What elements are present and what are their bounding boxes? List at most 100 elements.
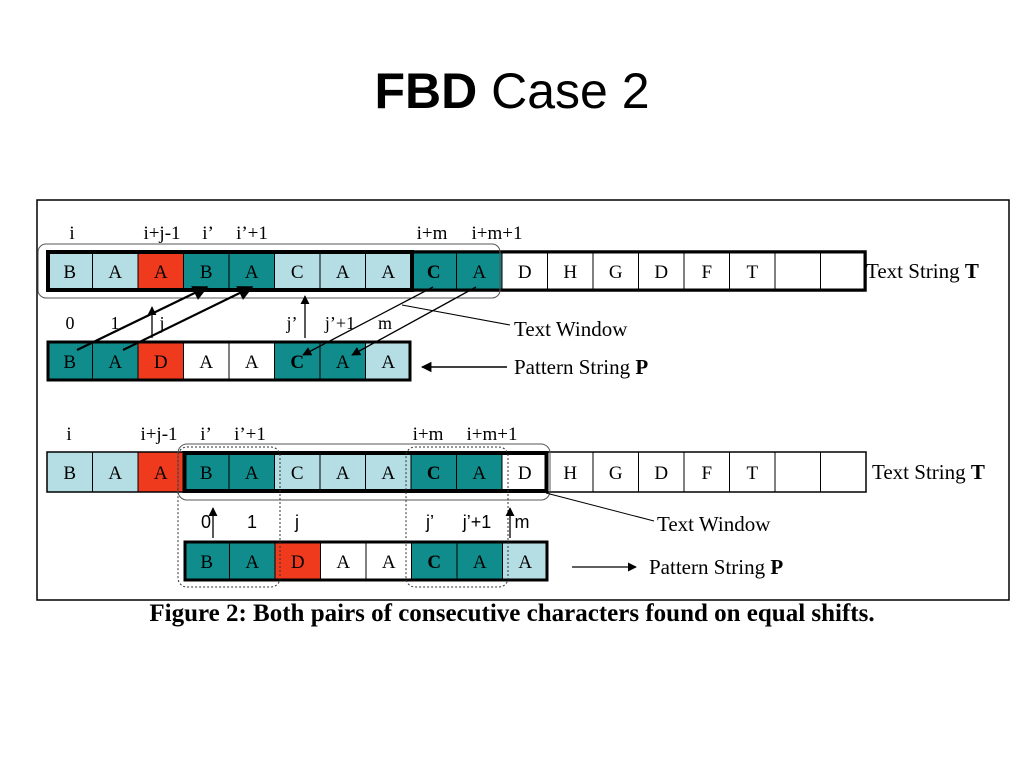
p2-top-index-label: i+m+1 <box>467 424 518 445</box>
p1-text-row-cell <box>774 250 821 292</box>
p2-text-row-char: T <box>746 463 758 484</box>
p2-text-row-char: C <box>291 463 304 484</box>
p1-top-index-label: i+m <box>417 223 448 244</box>
p2-text-row-char: D <box>518 463 532 484</box>
p2-pattern-row-cell <box>320 540 367 582</box>
p2-pattern-row-char: A <box>336 552 350 573</box>
p2-window-bold <box>182 451 549 493</box>
p1-text-row-cell <box>547 250 594 292</box>
p2-text-row-char: A <box>472 463 486 484</box>
p2-text-row-char: A <box>154 463 168 484</box>
p2-pattern-index-label: j’+1 <box>462 512 492 532</box>
p2-text-row-cell <box>501 451 548 493</box>
p2-text-row-cell <box>137 451 184 493</box>
p1-text-row-char: D <box>518 262 532 283</box>
p2-pattern-row-cell <box>456 540 503 582</box>
p2-text-row-char: A <box>381 463 395 484</box>
p1-pattern-index-label: 1 <box>111 313 120 333</box>
p2-text-window-label: Text Window <box>657 512 771 536</box>
p2-top-index-label: i’+1 <box>234 424 266 445</box>
p1-text-row-char: B <box>63 262 76 283</box>
p1-top-index-label: i+j-1 <box>143 223 180 244</box>
p1-pattern-outline <box>46 340 412 382</box>
p2-top-index-label: i+m <box>413 424 444 445</box>
p1-text-row-char: T <box>746 262 758 283</box>
p2-match-box-left <box>177 446 281 588</box>
p1-text-row-char: A <box>336 262 350 283</box>
p1-top-index-label: i’+1 <box>236 223 268 244</box>
p1-text-row-char: H <box>563 262 577 283</box>
p2-top-index-label: i+j-1 <box>140 424 177 445</box>
p2-pattern-index-label: m <box>515 512 530 532</box>
p2-pattern-row-char: A <box>518 552 532 573</box>
p1-pattern-row-char: A <box>199 352 213 373</box>
p1-text-row-char: F <box>701 262 712 283</box>
p1-text-bold <box>46 250 867 292</box>
p2-text-row-cell <box>820 451 867 493</box>
p1-pattern-row-char: A <box>108 352 122 373</box>
p2-pattern-index-label: j <box>294 512 299 532</box>
p1-pattern-index-label: j <box>158 313 164 333</box>
p2-text-row-char: G <box>609 463 623 484</box>
p1-text-row-char: G <box>609 262 623 283</box>
p1-text-row-char: D <box>654 262 668 283</box>
p2-pattern-string-label: Pattern String P <box>649 555 783 579</box>
p2-match-box-right <box>405 446 509 588</box>
p1-text-row-char: B <box>200 262 213 283</box>
p2-text-row-char: A <box>336 463 350 484</box>
slide-title-bold: FBD <box>374 63 478 119</box>
p2-pattern-row-char: B <box>200 552 213 573</box>
p1-text-row-char: A <box>108 262 122 283</box>
p2-text-row-char: D <box>654 463 668 484</box>
p2-pattern-index-label: j’ <box>425 512 434 532</box>
p2-text-row-cell <box>638 451 685 493</box>
p2-top-index-label: i <box>66 424 71 445</box>
p1-text-row-cell <box>592 250 639 292</box>
p1-text-row-char: C <box>427 262 441 283</box>
p1-pattern-index-label: m <box>378 313 392 333</box>
p2-text-window-pointer <box>545 492 655 522</box>
p1-pattern-row-char: B <box>63 352 76 373</box>
p2-text-row-cell <box>774 451 821 493</box>
p1-text-row-char: A <box>381 262 395 283</box>
p2-pattern-index-label: 1 <box>247 512 257 532</box>
p1-pattern-row-char: D <box>154 352 168 373</box>
p1-text-window-pointer <box>401 304 511 326</box>
p2-pattern-row-char: A <box>382 552 396 573</box>
p2-text-row-char: C <box>427 463 441 484</box>
p2-pattern-outline <box>183 540 549 582</box>
figure-caption: Figure 2: Both pairs of consecutive char… <box>149 600 875 627</box>
p1-top-index-label: i <box>69 223 74 244</box>
p1-arrow-a2 <box>351 286 477 356</box>
p1-text-row-cell <box>820 250 867 292</box>
p2-text-row-char: A <box>108 463 122 484</box>
p2-pattern-row-char: A <box>245 552 259 573</box>
p1-pattern-row-char: A <box>381 352 395 373</box>
p2-text-row-cell <box>92 451 139 493</box>
p1-text-row-char: A <box>245 262 259 283</box>
p2-text-row-char: B <box>63 463 76 484</box>
p2-top-index-label: i’ <box>200 424 212 445</box>
p2-pattern-row-char: C <box>427 552 441 573</box>
p2-text-row-cell <box>274 451 321 493</box>
p1-pattern-index-label: j’+1 <box>324 313 355 333</box>
p2-text-row-char: F <box>701 463 712 484</box>
p1-top-index-label: i+m+1 <box>472 223 523 244</box>
p2-pattern-index-label: 0 <box>201 512 211 532</box>
p1-text-row-cell <box>410 250 457 292</box>
p1-text-string-label: Text String T <box>866 259 979 283</box>
slide-title: FBD Case 2 <box>0 62 1024 120</box>
p2-text-string-label: Text String T <box>872 460 985 484</box>
p1-arrow-c <box>302 286 434 356</box>
p1-top-index-label: i’ <box>202 223 214 244</box>
p1-text-row-char: A <box>154 262 168 283</box>
p2-pattern-row-char: D <box>291 552 305 573</box>
p1-pattern-row-char: A <box>336 352 350 373</box>
